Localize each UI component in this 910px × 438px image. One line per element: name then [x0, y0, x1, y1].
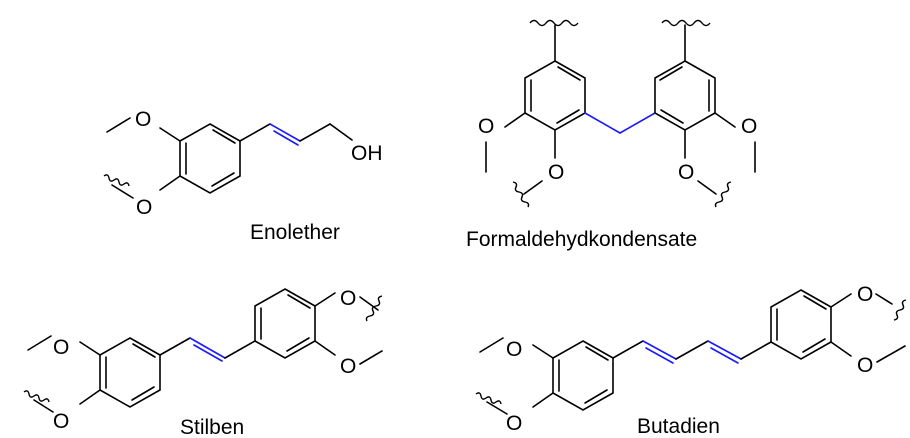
caption-formaldehydkondensate: Formaldehydkondensate — [466, 228, 697, 251]
caption-stilben: Stilben — [180, 416, 244, 438]
oxygen-atom: O — [340, 287, 356, 310]
wavy-bond-icon — [512, 181, 530, 208]
hydroxyl-group: OH — [351, 142, 383, 165]
oxygen-atom: O — [678, 161, 694, 184]
oxygen-atom: O — [506, 338, 522, 361]
caption-enolether: Enolether — [250, 221, 340, 244]
structure-enolether: O O OH Enolether — [103, 108, 383, 244]
wavy-bond-icon — [893, 299, 907, 321]
oxygen-atom: O — [340, 355, 356, 378]
wavy-bond-icon — [475, 392, 502, 405]
oxygen-atom: O — [136, 196, 152, 219]
oxygen-atom: O — [478, 115, 494, 138]
wavy-bond-icon — [23, 390, 50, 403]
wavy-bond-icon — [365, 295, 383, 322]
wavy-bond-icon — [714, 181, 732, 208]
oxygen-atom: O — [857, 283, 873, 306]
oxygen-atom: O — [548, 161, 564, 184]
oxygen-atom: O — [506, 412, 522, 435]
oxygen-atom: O — [135, 108, 151, 131]
wavy-bond-icon — [661, 19, 711, 27]
oxygen-atom: O — [857, 354, 873, 377]
oxygen-atom: O — [53, 336, 69, 359]
structure-stilben: O O O O Stilben — [23, 287, 383, 438]
wavy-bond-icon — [529, 19, 579, 27]
oxygen-atom: O — [741, 115, 757, 138]
caption-butadien: Butadien — [637, 415, 720, 438]
structure-formaldehydkondensate: O O O O Formaldehydkondensate — [466, 19, 757, 251]
oxygen-atom: O — [53, 410, 69, 433]
wavy-bond-icon — [103, 174, 130, 187]
structure-butadien: O O O O Butadien — [475, 283, 907, 438]
